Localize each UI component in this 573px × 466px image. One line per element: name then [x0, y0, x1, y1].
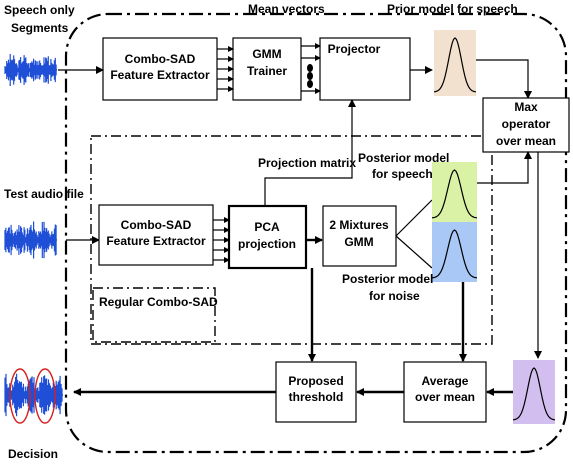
projection-matrix-label: Projection matrix — [258, 156, 356, 170]
combo-sad-mid-label-1: Combo-SAD — [121, 218, 192, 232]
speech-only-label-1: Speech only — [4, 3, 75, 17]
max-operator-label-2: operator — [502, 117, 551, 131]
max-operator-label-1: Max — [514, 100, 538, 114]
posterior-noise-curve — [431, 229, 478, 279]
posterior-speech-label-1: Posterior model — [358, 151, 449, 165]
posterior-noise-plot — [432, 222, 477, 282]
arrow-projection-matrix — [264, 99, 356, 206]
line-gmm-to-noise — [395, 235, 433, 269]
max-operator-label-3: over mean — [496, 134, 556, 148]
decision-marker-icon — [9, 368, 31, 424]
average-label-1: Average — [422, 374, 469, 388]
posterior-noise-label-2: for noise — [369, 289, 420, 303]
average-prior-curve — [512, 367, 556, 421]
arrow-posterior-to-max — [477, 151, 532, 184]
two-mixtures-gmm-box — [322, 205, 397, 267]
posterior-speech-plot — [432, 162, 477, 222]
pca-projection-box — [227, 204, 308, 270]
pca-label-1: PCA — [254, 220, 280, 234]
posterior-speech-curve — [431, 169, 478, 219]
decision-label: Decision — [8, 447, 58, 461]
prior-gaussian-curve — [433, 37, 477, 93]
test-audio-label: Test audio file — [4, 187, 84, 201]
posterior-noise-label-1: Posterior model — [342, 272, 433, 286]
combo-sad-mid-label-2: Feature Extractor — [106, 234, 206, 248]
feature-arrows-top — [217, 46, 234, 92]
combo-sad-top-label-1: Combo-SAD — [125, 52, 196, 66]
gmm-trainer-box — [232, 37, 302, 101]
speech-waveform-icon — [4, 54, 57, 86]
projector-label: Projector — [328, 42, 381, 56]
combo-sad-top-label-2: Feature Extractor — [110, 68, 210, 82]
mean-vector-arrows — [301, 43, 321, 94]
gmm-trainer-label-2: Trainer — [247, 64, 287, 78]
posterior-speech-label-2: for speech — [372, 167, 433, 181]
prior-model-plot — [434, 30, 476, 96]
decision-waveform-icon — [4, 368, 63, 424]
line-gmm-to-speech — [395, 199, 433, 237]
arrow-prior-to-max — [476, 59, 532, 99]
projector-box — [319, 37, 411, 101]
max-operator-box — [482, 97, 570, 153]
speech-only-label-2: Segments — [11, 21, 69, 35]
gmm-trainer-label-1: GMM — [252, 47, 281, 61]
pca-label-2: projection — [238, 237, 296, 251]
proposed-threshold-box — [275, 361, 357, 423]
average-over-mean-box — [403, 361, 487, 423]
regular-combo-sad-frame — [92, 287, 216, 343]
proposed-label-2: threshold — [289, 390, 344, 404]
gmm2-label-1: 2 Mixtures — [329, 218, 389, 232]
proposed-label-1: Proposed — [288, 374, 343, 388]
combo-sad-feature-extractor-mid — [98, 204, 214, 266]
outer-system-frame — [64, 12, 568, 454]
gmm2-label-2: GMM — [344, 235, 373, 249]
mean-vectors-label: Mean vectors — [248, 2, 325, 16]
average-prior-plot — [513, 360, 555, 424]
test-audio-waveform-icon — [4, 221, 57, 259]
decision-marker-icon — [34, 368, 56, 424]
regular-combo-sad-label: Regular Combo-SAD — [99, 295, 218, 309]
prior-model-label: Prior model for speech — [387, 2, 518, 16]
average-label-2: over mean — [415, 390, 475, 404]
feature-arrows-mid — [213, 217, 230, 263]
